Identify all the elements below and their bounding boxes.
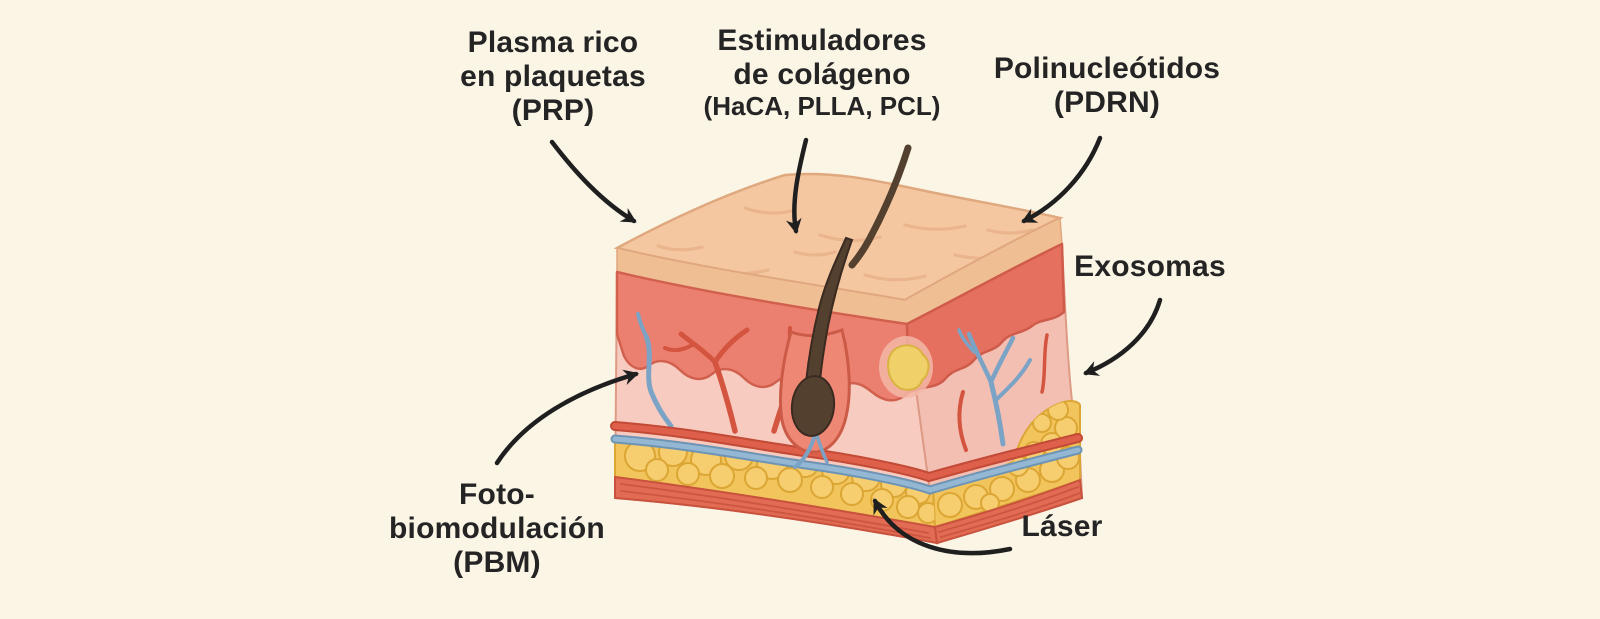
arrow-prp xyxy=(549,139,637,224)
label-exosomas: Exosomas xyxy=(1030,250,1270,284)
label-prp-line2: en plaquetas xyxy=(460,60,646,94)
arrow-laser xyxy=(872,498,1013,556)
muscle-layer xyxy=(614,475,1084,545)
label-laser-line1: Láser xyxy=(1021,510,1103,543)
hair-above-surface xyxy=(848,144,912,269)
skin-block xyxy=(610,144,1084,545)
hair-bulb xyxy=(790,375,836,437)
fat-layer xyxy=(614,400,1081,529)
horizontal-vein xyxy=(610,434,1083,495)
label-exosomas-line1: Exosomas xyxy=(1074,250,1226,283)
label-pbm-line3: (PBM) xyxy=(453,546,541,580)
label-estimuladores-line1: Estimuladores xyxy=(717,24,927,57)
label-prp: Plasma rico en plaquetas (PRP) xyxy=(393,26,713,129)
arrow-estimuladores xyxy=(786,137,809,235)
horizontal-artery xyxy=(610,421,1083,483)
arrow-polinucleotidos xyxy=(1021,135,1103,224)
label-estimuladores-colageno: Estimuladores de colágeno (HaCA, PLLA, P… xyxy=(657,24,987,122)
label-fotobiomodulacion: Foto- biomodulación (PBM) xyxy=(332,478,662,581)
label-laser: Láser xyxy=(982,510,1142,544)
arrow-exosomas xyxy=(1083,297,1163,376)
label-pbm-line2: biomodulación xyxy=(389,512,605,546)
label-estimuladores-line2: de colágeno xyxy=(733,58,911,92)
follicle-vein xyxy=(793,432,817,469)
annotation-arrows xyxy=(494,135,1163,556)
label-polinucleotidos-line2: (PDRN) xyxy=(1053,86,1161,120)
label-prp-line1: Plasma rico xyxy=(467,26,639,59)
epidermis-side xyxy=(905,242,1066,394)
arrow-fotobiomodulacion xyxy=(494,369,639,466)
label-pbm-line1: Foto- xyxy=(459,478,535,511)
sebaceous-gland xyxy=(887,344,930,391)
label-polinucleotidos: Polinucleótidos (PDRN) xyxy=(942,52,1272,120)
label-estimuladores-line3: (HaCA, PLLA, PCL) xyxy=(703,91,941,122)
label-polinucleotidos-line1: Polinucleótidos xyxy=(993,52,1221,85)
hair-follicle xyxy=(779,144,933,469)
label-prp-line3: (PRP) xyxy=(511,94,595,128)
